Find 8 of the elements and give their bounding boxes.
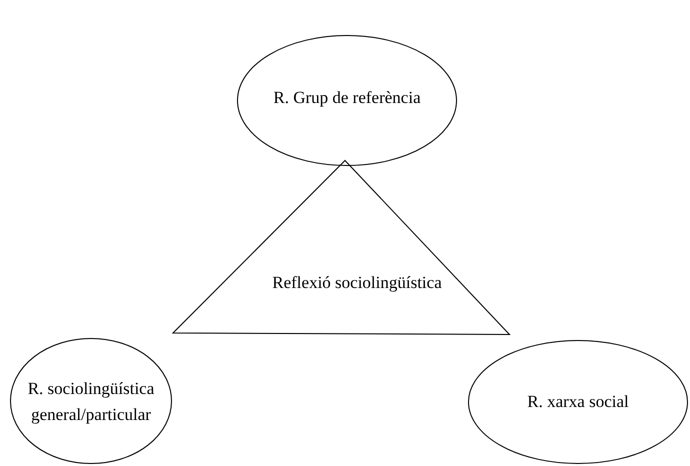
- node-label: R. Grup de referència: [272, 87, 422, 109]
- node-label: Reflexió sociolingüística: [271, 272, 443, 294]
- ellipse-node: [468, 340, 688, 464]
- triangle-node: [172, 160, 510, 335]
- node-label: R. sociolingüística general/particular: [26, 378, 156, 426]
- node-label: R. xarxa social: [526, 391, 630, 413]
- ellipse-node: [10, 338, 172, 464]
- ellipse-node: [237, 35, 457, 166]
